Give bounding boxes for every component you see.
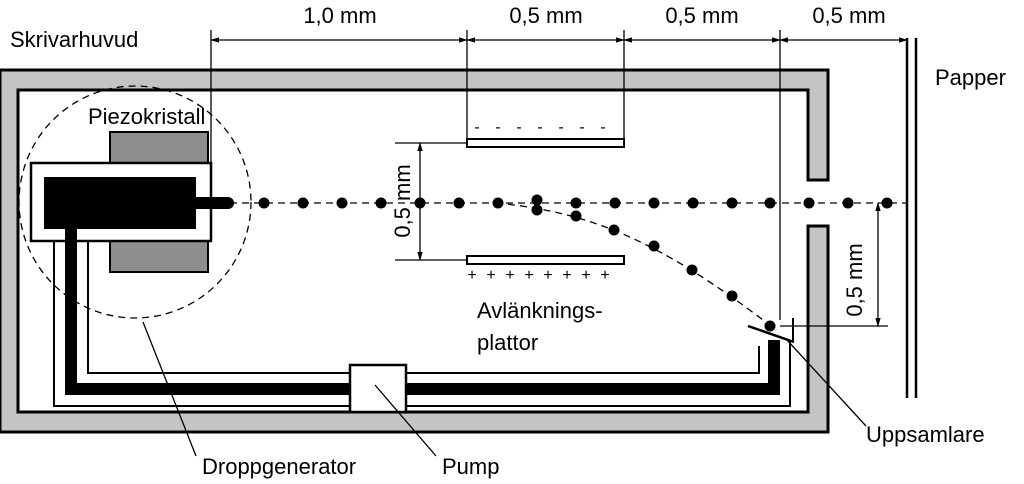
label-paper: Papper [935, 65, 1006, 90]
svg-text:+: + [600, 267, 609, 284]
svg-text:-: - [474, 119, 479, 136]
dim-deflection: 0,5 mm [842, 243, 867, 316]
label-piezo-crystal: Piezokristall [88, 104, 205, 129]
deflection-dimension [780, 202, 888, 327]
dim-plate-gap: 0,5 mm [390, 164, 415, 237]
deflection-plate-top [466, 138, 625, 148]
label-printhead: Skrivarhuvud [10, 27, 138, 52]
dim-plates-length: 0,5 mm [509, 3, 582, 28]
svg-text:+: + [543, 267, 552, 284]
drop-generator-chamber [44, 177, 196, 229]
dim-1-0mm: 1,0 mm [303, 3, 376, 28]
svg-text:-: - [495, 119, 500, 136]
svg-text:+: + [524, 267, 533, 284]
svg-text:-: - [516, 119, 521, 136]
svg-text:+: + [486, 267, 495, 284]
plate-signs-top: - - - - - - - [474, 119, 605, 136]
collector-lip [747, 324, 795, 344]
dim-to-paper: 0,5 mm [812, 3, 885, 28]
svg-text:+: + [505, 267, 514, 284]
svg-text:-: - [600, 119, 605, 136]
label-deflection-plates-2: plattor [477, 330, 538, 355]
leader-lines [142, 321, 867, 457]
dim-to-collector: 0,5 mm [665, 3, 738, 28]
drops-deflected [531, 204, 776, 332]
printhead-housing [0, 68, 830, 434]
label-deflection-plates-1: Avlänknings- [477, 298, 603, 323]
top-dimension-lines [210, 30, 908, 320]
svg-text:-: - [558, 119, 563, 136]
ink-tube-outer [53, 241, 791, 407]
plate-gap-dimension [395, 142, 467, 261]
nozzle [196, 197, 228, 209]
svg-text:-: - [579, 119, 584, 136]
deflection-plate-bottom [466, 255, 625, 265]
crystal-region-circle [18, 85, 252, 319]
label-collector: Uppsamlare [866, 422, 985, 447]
label-pump: Pump [442, 454, 499, 479]
svg-text:+: + [467, 267, 476, 284]
label-drop-generator: Droppgenerator [202, 454, 356, 479]
svg-text:-: - [537, 119, 542, 136]
ink-tube-inner [87, 241, 760, 374]
svg-text:+: + [562, 267, 571, 284]
svg-text:+: + [581, 267, 590, 284]
nozzle-tip [222, 197, 234, 209]
ink-tube-core [65, 227, 780, 395]
drops-straight [258, 194, 893, 209]
plate-signs-bottom: + + + + + + + + [467, 267, 609, 284]
